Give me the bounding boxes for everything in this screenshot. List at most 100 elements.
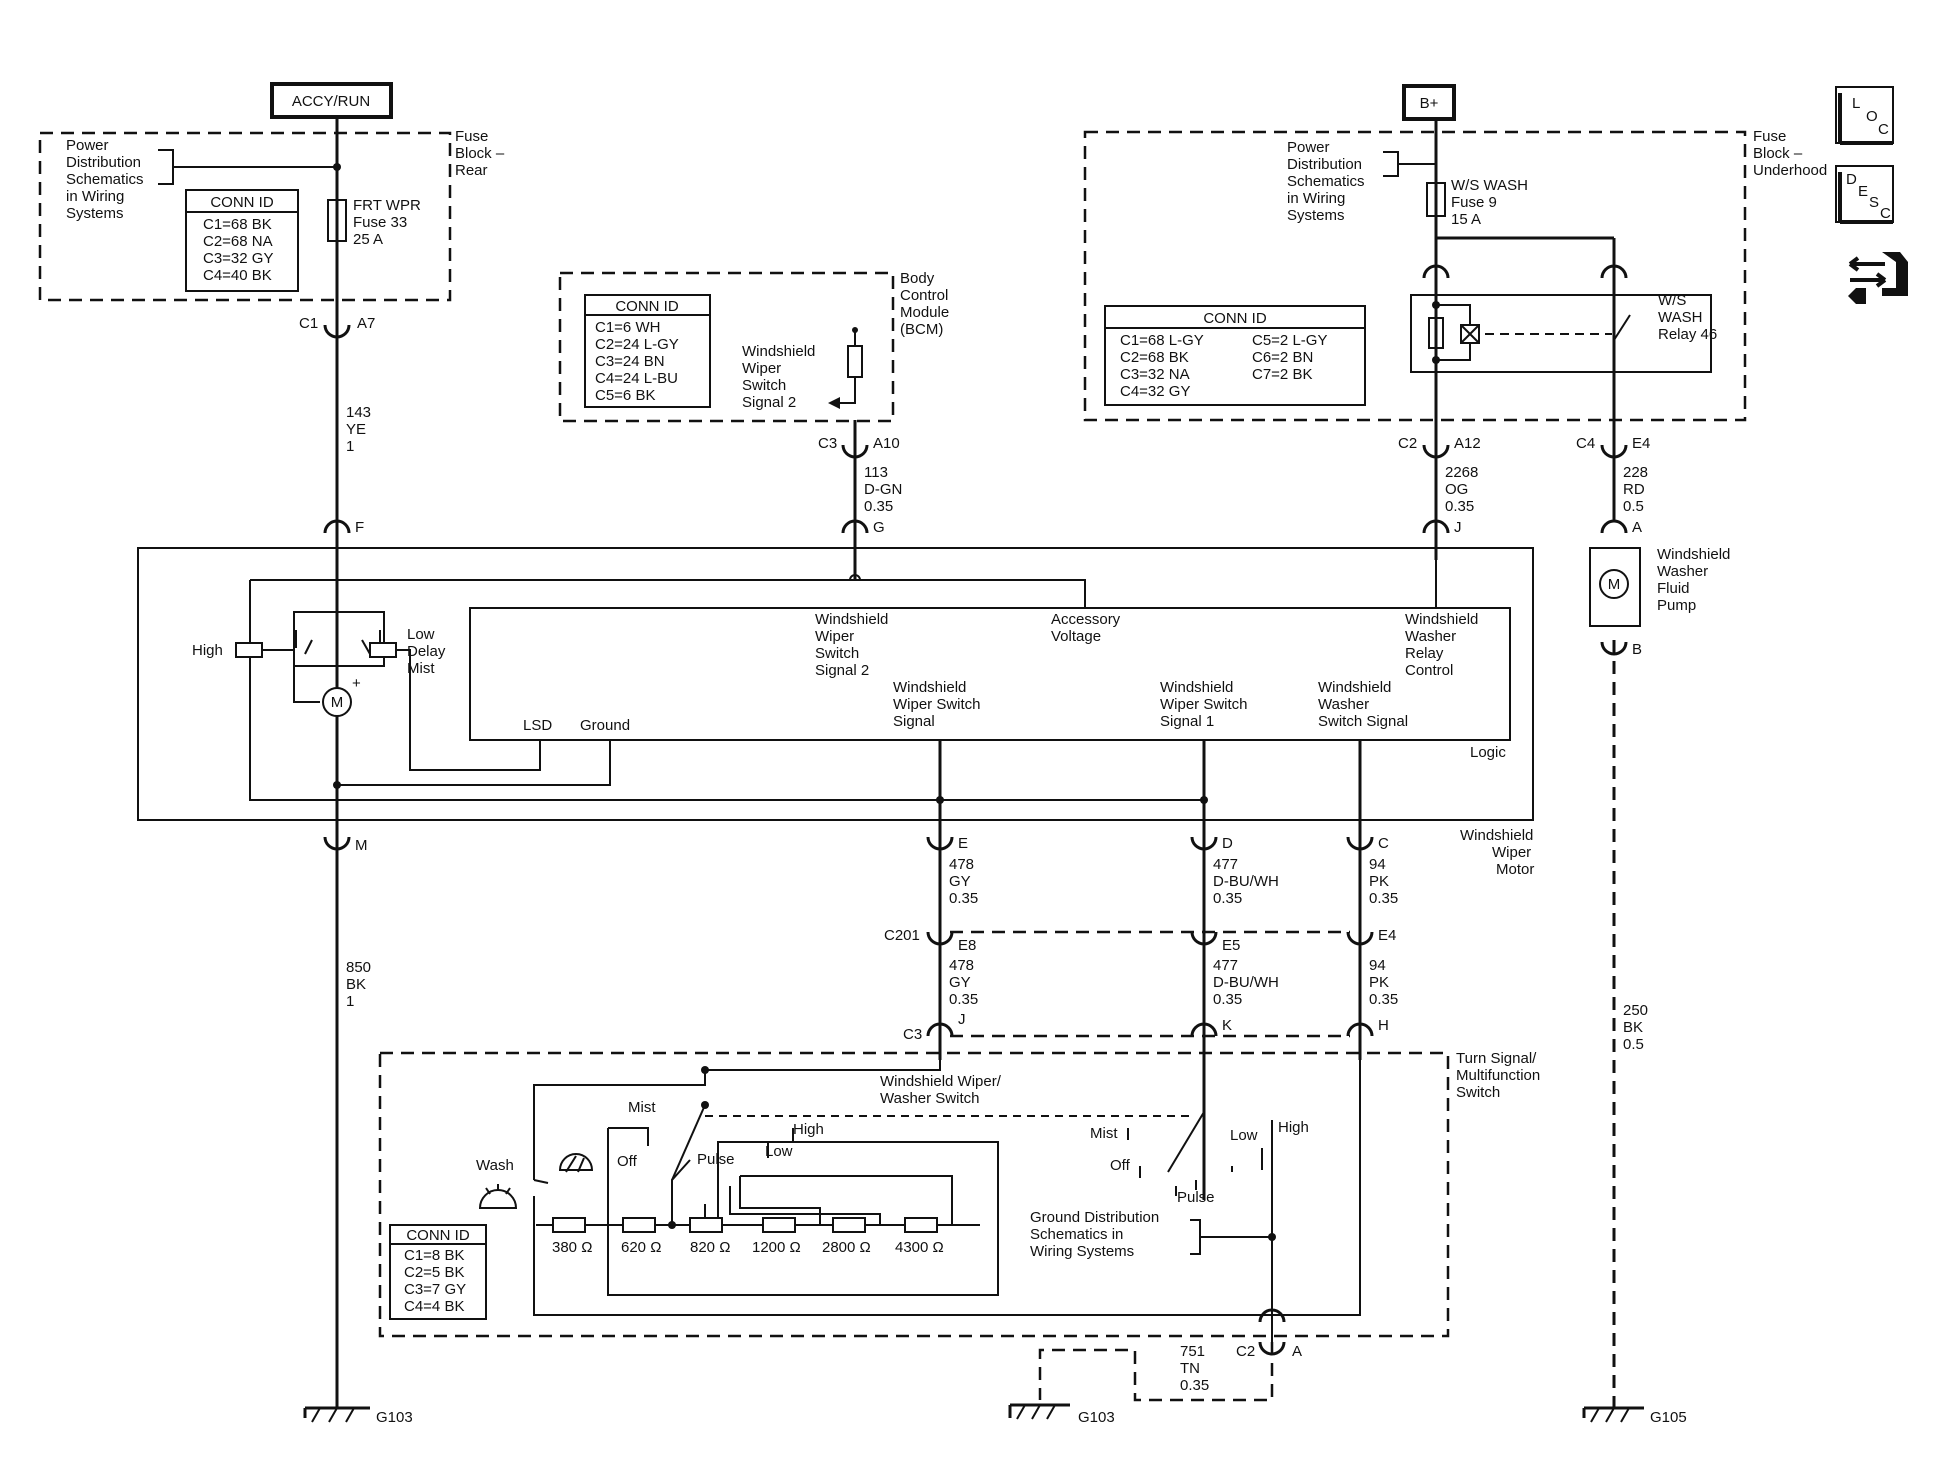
svg-text:Wash: Wash: [476, 1157, 514, 1174]
svg-text:S: S: [1869, 194, 1879, 211]
svg-text:FRT WPR: FRT WPR: [353, 197, 421, 214]
svg-text:Block –: Block –: [1753, 145, 1803, 162]
b-plus-power-label: B+: [1402, 84, 1456, 121]
svg-text:477: 477: [1213, 856, 1238, 873]
svg-text:250: 250: [1623, 1002, 1648, 1019]
svg-text:Signal 1: Signal 1: [1160, 713, 1214, 730]
svg-text:0.35: 0.35: [1213, 991, 1242, 1008]
svg-text:GY: GY: [949, 974, 971, 991]
svg-text:BK: BK: [346, 976, 366, 993]
svg-text:Windshield Wiper/: Windshield Wiper/: [880, 1073, 1002, 1090]
svg-text:Wiper: Wiper: [815, 628, 854, 645]
ground-g105: G105: [1582, 1406, 1687, 1426]
svg-text:ACCY/RUN: ACCY/RUN: [292, 93, 370, 110]
svg-text:478: 478: [949, 957, 974, 974]
svg-text:Windshield: Windshield: [1460, 827, 1533, 844]
main-wires: [333, 117, 1616, 1408]
svg-text:Wiper: Wiper: [1492, 844, 1531, 861]
svg-text:Washer Switch: Washer Switch: [880, 1090, 979, 1107]
svg-text:TN: TN: [1180, 1360, 1200, 1377]
svg-text:Delay: Delay: [407, 643, 446, 660]
svg-text:J: J: [1454, 519, 1462, 536]
svg-text:G103: G103: [376, 1409, 413, 1426]
svg-text:L: L: [1852, 95, 1860, 112]
svg-text:C3=32 GY: C3=32 GY: [203, 250, 273, 267]
svg-text:C3: C3: [903, 1026, 922, 1043]
svg-text:C: C: [1880, 205, 1891, 222]
svg-text:C2=68 BK: C2=68 BK: [1120, 349, 1189, 366]
svg-text:CONN ID: CONN ID: [210, 194, 274, 211]
svg-text:Schematics: Schematics: [1287, 173, 1365, 190]
svg-text:A: A: [1632, 519, 1642, 536]
location-icon[interactable]: L O C: [1835, 86, 1894, 145]
underhood-conn-id-table: CONN ID C1=68 L-GY C2=68 BK C3=32 NA C4=…: [1104, 305, 1366, 406]
svg-text:Washer: Washer: [1657, 563, 1708, 580]
connector-tool-icon[interactable]: [1848, 252, 1908, 304]
svg-text:Multifunction: Multifunction: [1456, 1067, 1540, 1084]
svg-text:O: O: [1866, 108, 1878, 125]
svg-text:Signal 2: Signal 2: [742, 394, 796, 411]
svg-text:0.35: 0.35: [1369, 991, 1398, 1008]
svg-text:478: 478: [949, 856, 974, 873]
svg-text:0.35: 0.35: [1180, 1377, 1209, 1394]
svg-text:Body: Body: [900, 270, 935, 287]
svg-text:Switch: Switch: [815, 645, 859, 662]
svg-text:A10: A10: [873, 435, 900, 452]
svg-text:1200 Ω: 1200 Ω: [752, 1239, 801, 1256]
svg-text:15 A: 15 A: [1451, 211, 1481, 228]
svg-text:Rear: Rear: [455, 162, 488, 179]
svg-text:C3=24 BN: C3=24 BN: [595, 353, 665, 370]
svg-text:RD: RD: [1623, 481, 1645, 498]
svg-text:OG: OG: [1445, 481, 1468, 498]
svg-text:C2: C2: [1236, 1343, 1255, 1360]
fuse-block-rear: Fuse Block – Rear Power Distribution Sch…: [38, 128, 505, 302]
svg-text:94: 94: [1369, 957, 1386, 974]
svg-text:E8: E8: [958, 937, 976, 954]
svg-text:C1=8 BK: C1=8 BK: [404, 1247, 464, 1264]
svg-text:Control: Control: [1405, 662, 1453, 679]
svg-text:WASH: WASH: [1658, 309, 1702, 326]
svg-text:C4=40 BK: C4=40 BK: [203, 267, 272, 284]
svg-text:C6=2 BN: C6=2 BN: [1252, 349, 1313, 366]
accy-run-power-label: ACCY/RUN: [270, 82, 393, 119]
svg-text:D: D: [1846, 171, 1857, 188]
svg-text:Fuse 33: Fuse 33: [353, 214, 407, 231]
svg-text:High: High: [1278, 1119, 1309, 1136]
svg-text:Wiper Switch: Wiper Switch: [1160, 696, 1248, 713]
svg-text:143: 143: [346, 404, 371, 421]
svg-text:0.5: 0.5: [1623, 1036, 1644, 1053]
windshield-wiper-motor: Windshield Wiper Motor Logic LSD Ground …: [137, 547, 1534, 878]
svg-text:Windshield: Windshield: [1318, 679, 1391, 696]
svg-text:Motor: Motor: [1496, 861, 1534, 878]
svg-text:1: 1: [346, 993, 354, 1010]
svg-text:0.35: 0.35: [1213, 890, 1242, 907]
svg-text:820 Ω: 820 Ω: [690, 1239, 730, 1256]
svg-text:B+: B+: [1420, 95, 1439, 112]
svg-text:25 A: 25 A: [353, 231, 383, 248]
svg-text:PK: PK: [1369, 974, 1389, 991]
svg-text:in Wiring: in Wiring: [1287, 190, 1345, 207]
svg-text:Switch: Switch: [742, 377, 786, 394]
svg-text:C7=2 BK: C7=2 BK: [1252, 366, 1312, 383]
svg-text:Logic: Logic: [1470, 744, 1506, 761]
svg-text:Control: Control: [900, 287, 948, 304]
svg-text:E5: E5: [1222, 937, 1240, 954]
description-icon[interactable]: D E S C: [1835, 165, 1894, 224]
fuse-block-underhood: Fuse Block – Underhood Power Distributio…: [1083, 128, 1827, 422]
svg-text:G103: G103: [1078, 1409, 1115, 1426]
svg-text:Signal 2: Signal 2: [815, 662, 869, 679]
ground-g103-left: G103: [303, 1406, 413, 1426]
svg-text:94: 94: [1369, 856, 1386, 873]
svg-text:Off: Off: [1110, 1157, 1131, 1174]
svg-text:M: M: [355, 837, 368, 854]
svg-text:C4=24 L-BU: C4=24 L-BU: [595, 370, 678, 387]
svg-text:Windshield: Windshield: [1657, 546, 1730, 563]
svg-text:BK: BK: [1623, 1019, 1643, 1036]
svg-text:1: 1: [346, 438, 354, 455]
svg-text:Block –: Block –: [455, 145, 505, 162]
svg-text:0.35: 0.35: [1445, 498, 1474, 515]
svg-text:Windshield: Windshield: [742, 343, 815, 360]
svg-text:B: B: [1632, 641, 1642, 658]
svg-text:Washer: Washer: [1318, 696, 1369, 713]
